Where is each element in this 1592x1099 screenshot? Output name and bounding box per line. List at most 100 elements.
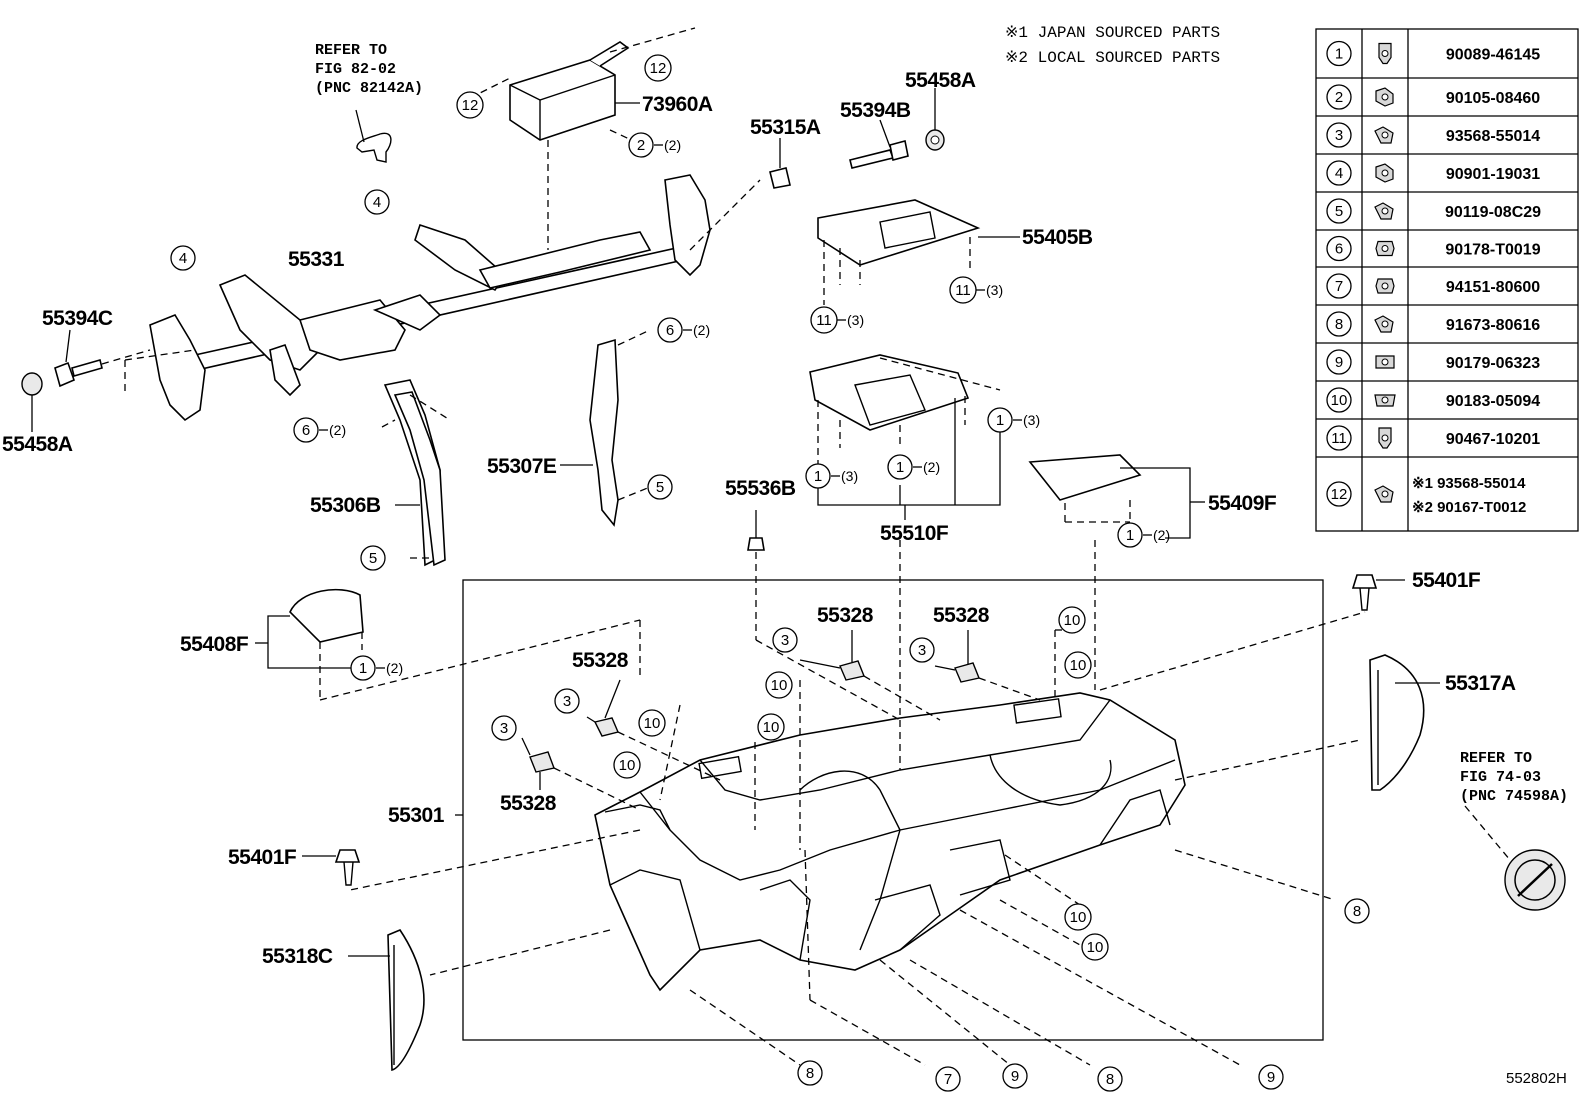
callout-circle [491,715,517,741]
label-55394B: 55394B [840,99,911,122]
callout-circle [350,655,376,681]
table-part-number: 90901-19031 [1446,166,1540,183]
callout-circle [657,317,683,343]
table-row-number-circle [1326,425,1352,451]
table-part-number: ※2 90167-T0012 [1412,499,1526,516]
callout-number: 5 [369,550,377,567]
table-row-number: 1 [1335,46,1343,63]
label-55301: 55301 [388,804,445,827]
screw-icon-center [1381,131,1389,139]
screw-55328-a [593,717,619,737]
callout-circle [887,454,913,480]
callout-number: 4 [179,250,187,267]
label-55328-c: 55328 [817,604,874,627]
table-row-number-circle [1326,481,1352,507]
callout-number: 11 [816,312,832,329]
callout-number: 10 [771,677,788,694]
label-55331: 55331 [288,248,345,271]
table-row-number-circle [1326,273,1352,299]
callout-8: 8 [797,1060,823,1086]
callout-circle [757,713,785,741]
callout-circle [1258,1064,1284,1090]
callout-4: 4 [170,245,196,271]
nut-icon-center [1381,282,1389,290]
table-row-number: 9 [1335,354,1343,371]
table-part-number: ※1 93568-55014 [1412,475,1526,492]
callout-1: 1(3) [987,407,1040,433]
callout-quantity: (2) [1153,527,1170,543]
callout-circle [456,91,484,119]
callout-circle [554,688,580,714]
label-55317A: 55317A [1445,672,1516,695]
nut-55458A-top [925,129,945,151]
callout-3: 3 [554,688,580,714]
callout-circle [935,1066,961,1092]
side-panel-55317A [1369,654,1425,791]
callout-12: 12 [644,54,672,82]
callout-12: 12 [456,91,484,119]
note-japan-sourced: ※1 JAPAN SOURCED PARTS [1005,24,1220,42]
table-row-number-circle [1326,311,1352,337]
panel-55405B [817,199,981,266]
airbag-off-indicator-icon [1504,849,1566,911]
passenger-airbag-part [509,41,630,141]
speed-nut-icon-center [1381,358,1389,366]
callout-circle [1064,903,1092,931]
callout-circle [1117,522,1143,548]
callout-circle [364,189,390,215]
callout-number: 5 [656,479,664,496]
clip-55401F-left [334,849,361,886]
callout-circle [1002,1063,1028,1089]
screw-55328-d [954,662,980,683]
callout-1: 1(2) [887,454,940,480]
callout-number: 10 [1070,909,1087,926]
callout-circle [360,545,386,571]
table-row-number-circle [1326,84,1352,110]
callout-8: 8 [1097,1066,1123,1092]
label-55458A-left: 55458A [2,433,73,456]
table-row-number: 3 [1335,127,1343,144]
callout-6: 6(2) [657,317,710,343]
table-part-number: 90467-10201 [1446,431,1540,448]
callout-circle [987,407,1013,433]
callout-quantity: (2) [664,137,681,153]
label-73960A: 73960A [642,93,713,116]
label-55318C: 55318C [262,945,333,968]
callout-number: 9 [1011,1068,1019,1085]
callout-number: 3 [918,642,926,659]
bolt-icon-center [1381,169,1389,177]
callout-number: 12 [650,60,667,77]
callout-11: 11(3) [949,276,1003,304]
nut-55458A-left [21,372,43,396]
callout-8: 8 [1344,898,1370,924]
table-part-number: 90105-08460 [1446,90,1540,107]
callout-number: 1 [814,468,822,485]
callout-circle [1081,933,1109,961]
callout-number: 12 [462,97,479,114]
bolt-55394C [54,359,103,388]
clip-nut-icon-center [1381,396,1389,404]
brace-55306B [393,391,446,567]
callout-number: 11 [955,282,971,299]
callout-number: 10 [619,757,636,774]
brace-55307E [589,338,619,527]
figure-id: 552802H [1506,1070,1567,1087]
callout-6: 6(2) [293,417,346,443]
callout-circle [797,1060,823,1086]
callout-1: 1(2) [1117,522,1170,548]
table-part-number: 90179-06323 [1446,355,1540,372]
callout-circle [638,709,666,737]
table-row-number-circle [1326,40,1352,67]
table-row-number-circle [1326,122,1352,148]
callout-7: 7 [935,1066,961,1092]
ref-right-line2: FIG 74-03 [1460,769,1541,786]
side-panel-55318C [387,929,425,1072]
table-row-number: 7 [1335,278,1343,295]
label-55328-a: 55328 [572,649,629,672]
